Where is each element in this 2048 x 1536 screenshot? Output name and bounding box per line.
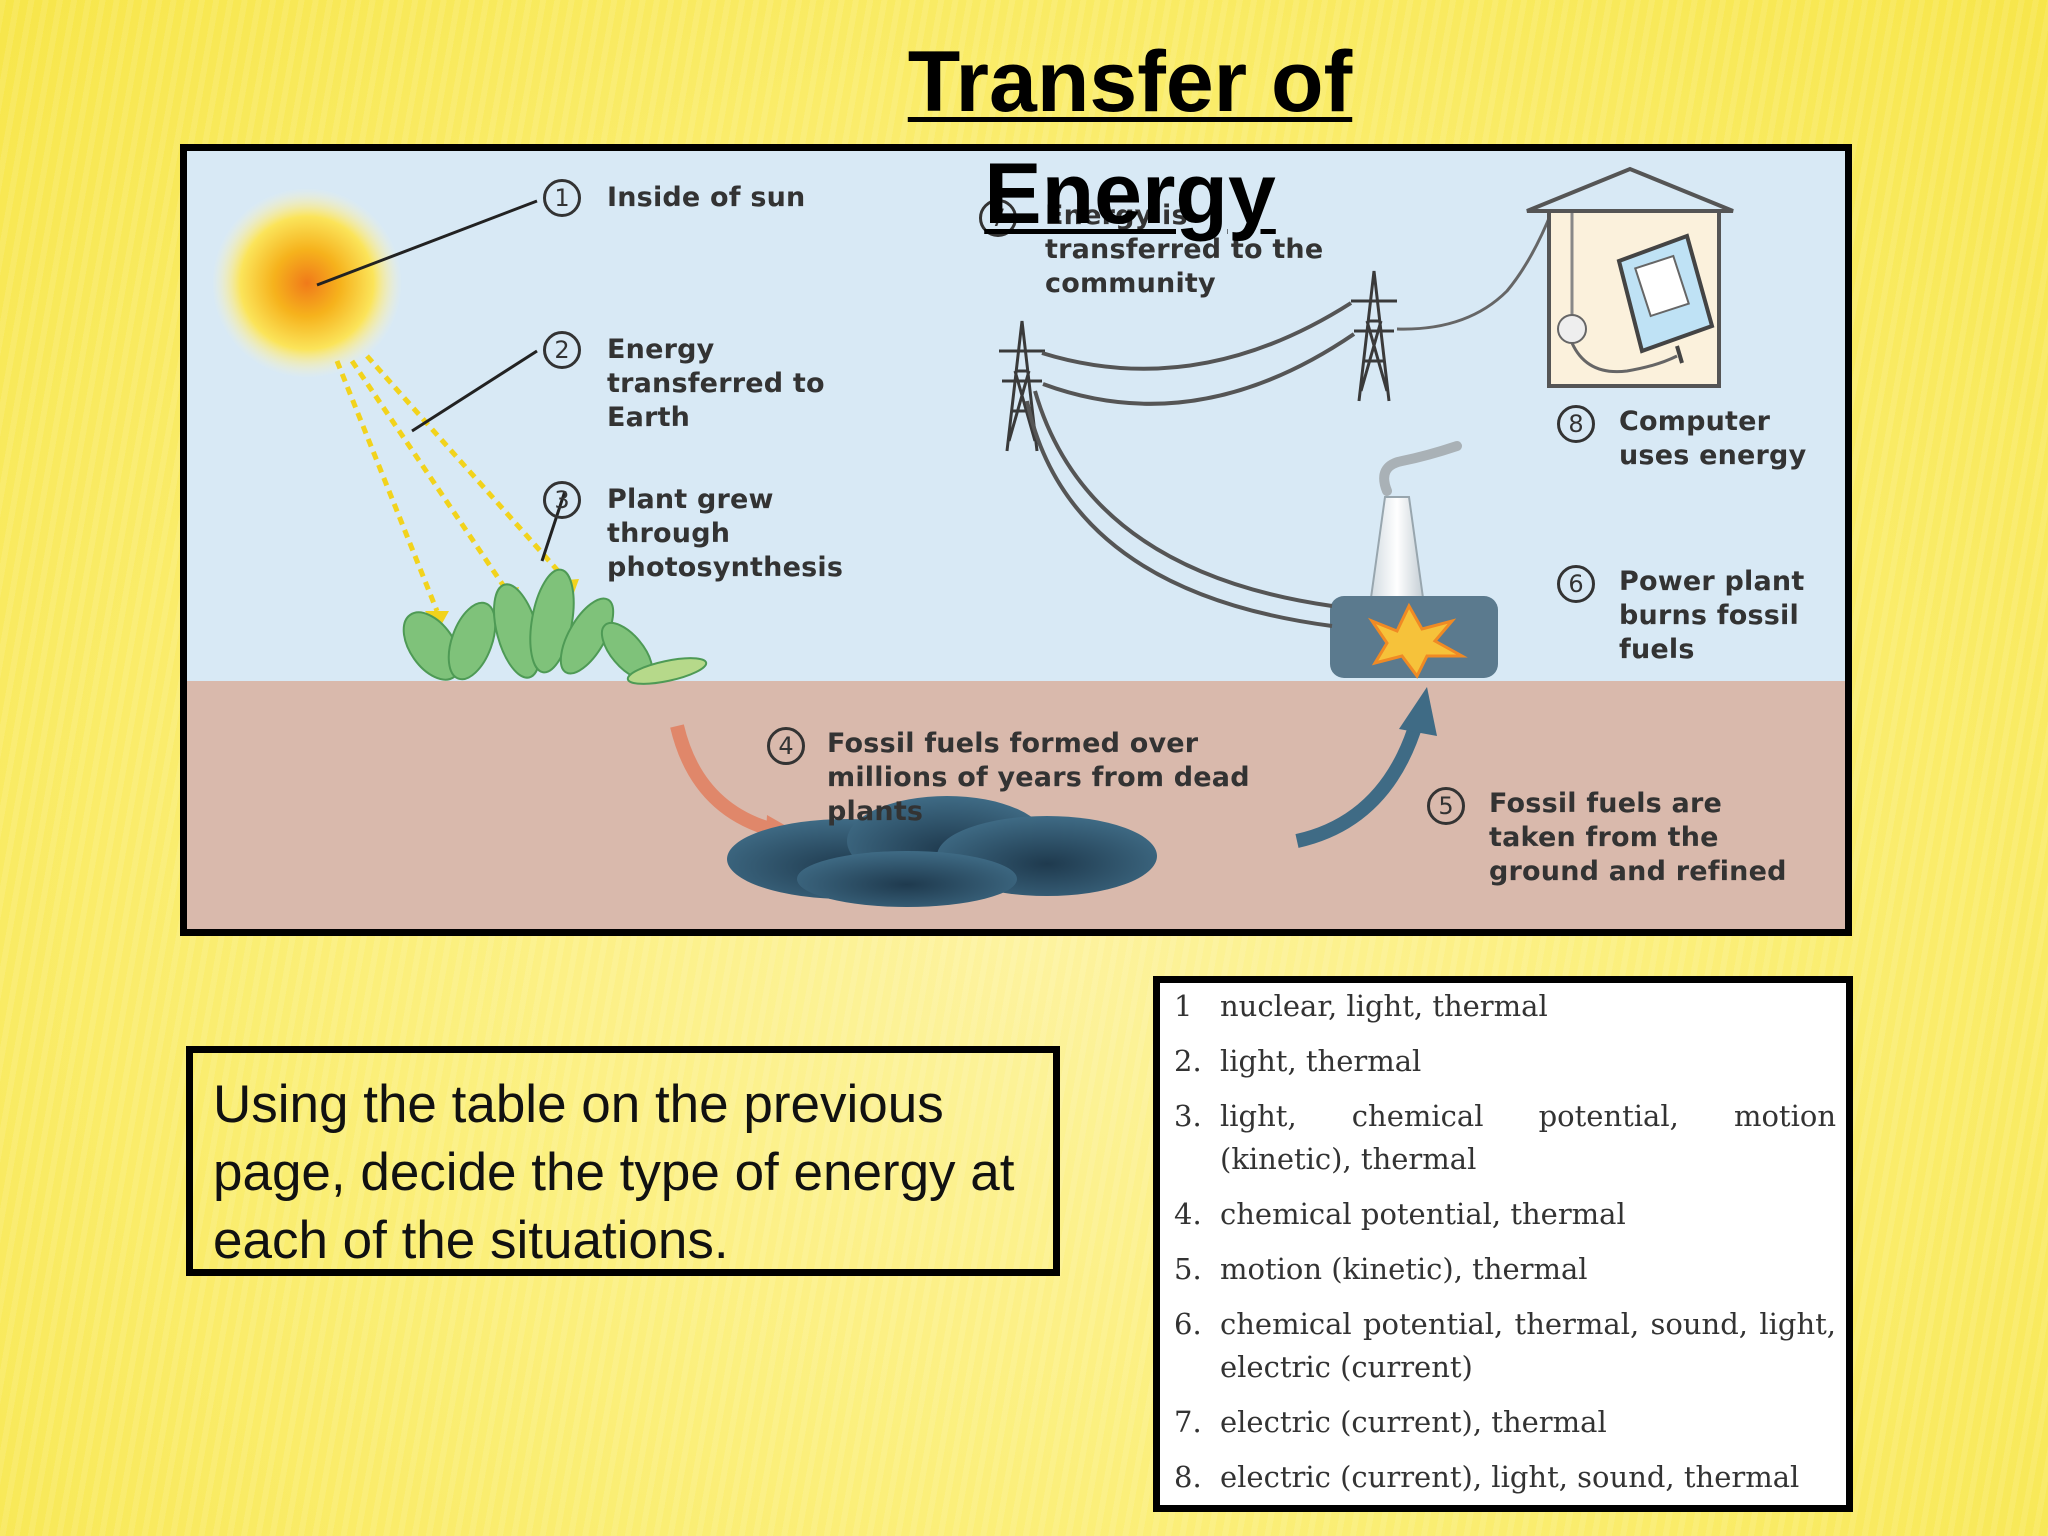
label-number-1: 1 [543, 179, 581, 217]
label-number-3: 3 [543, 481, 581, 519]
label-fossil-fuels-formed: Fossil fuels formed over millions of yea… [827, 728, 1250, 827]
answer-text: electric (current), light, sound, therma… [1220, 1460, 1800, 1494]
answer-text: electric (current), thermal [1220, 1405, 1607, 1439]
label-energy-community: Energy is transferred to the community [1045, 200, 1324, 299]
diagram-artwork [187, 166, 1845, 929]
label-fossil-fuels-refined: Fossil fuels are taken from the ground a… [1489, 788, 1787, 887]
answer-text: light, chemical potential, motion (kinet… [1220, 1099, 1836, 1176]
answer-row-3: 3. light, chemical potential, motion (kin… [1174, 1095, 1836, 1181]
power-pylons [999, 210, 1554, 628]
house [1526, 166, 1734, 388]
answer-text: nuclear, light, thermal [1220, 989, 1548, 1023]
label-number-5: 5 [1427, 787, 1465, 825]
answer-row-2: 2. light, thermal [1174, 1040, 1836, 1083]
label-energy-to-earth: Energy transferred to Earth [607, 334, 825, 433]
answer-number: 2. [1174, 1044, 1202, 1078]
label-computer: Computer uses energy [1619, 406, 1807, 471]
answer-row-7: 7. electric (current), thermal [1174, 1401, 1836, 1444]
fossil-fuel-deposit [727, 796, 1157, 907]
answer-number: 8. [1174, 1460, 1202, 1494]
light-rays [334, 354, 569, 612]
answer-number: 5. [1174, 1252, 1202, 1286]
answer-text: chemical potential, thermal, sound, ligh… [1220, 1307, 1836, 1384]
answer-text: motion (kinetic), thermal [1220, 1252, 1588, 1286]
label-power-plant: Power plant burns fossil fuels [1619, 566, 1805, 665]
answer-number: 6. [1174, 1307, 1202, 1341]
label-number-8: 8 [1557, 405, 1595, 443]
answer-row-5: 5. motion (kinetic), thermal [1174, 1248, 1836, 1291]
answer-row-4: 4. chemical potential, thermal [1174, 1193, 1836, 1236]
answer-number: 3. [1174, 1099, 1202, 1133]
label-photosynthesis: Plant grew through photosynthesis [607, 484, 844, 583]
answer-row-6: 6. chemical potential, thermal, sound, li… [1174, 1303, 1836, 1389]
answer-number: 1 [1174, 989, 1193, 1023]
power-plant [1330, 441, 1498, 679]
label-number-6: 6 [1557, 565, 1595, 603]
energy-transfer-diagram: 1 Inside of sun 2 Energy transferred to … [180, 144, 1852, 936]
label-inside-of-sun: Inside of sun [607, 182, 806, 213]
label-number-4: 4 [767, 727, 805, 765]
answer-text: light, thermal [1220, 1044, 1422, 1078]
answer-number: 7. [1174, 1405, 1202, 1439]
answer-row-8: 8. electric (current), light, sound, ther… [1174, 1456, 1836, 1499]
label-number-7: 7 [979, 199, 1017, 237]
answer-table: 1 nuclear, light, thermal 2. light, therma… [1153, 976, 1853, 1512]
answer-row-1: 1 nuclear, light, thermal [1174, 985, 1836, 1028]
answer-text: chemical potential, thermal [1220, 1197, 1626, 1231]
plants [402, 568, 708, 685]
slide-title: Transfer of Energy [907, 34, 1353, 242]
answer-number: 4. [1174, 1197, 1202, 1231]
sun [212, 188, 402, 378]
instruction-box: Using the table on the previous page, de… [186, 1046, 1060, 1276]
label-number-2: 2 [543, 331, 581, 369]
